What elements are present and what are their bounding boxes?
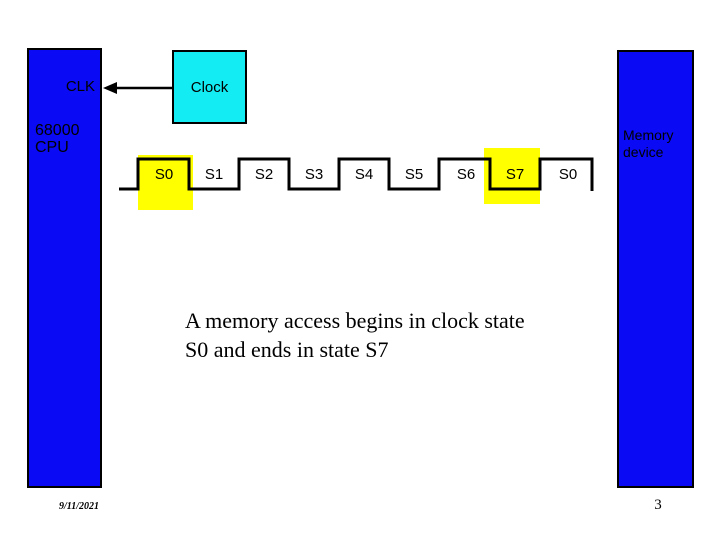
state-label-s2: S2 [254,166,274,183]
memory-block-label: Memory device [623,127,674,160]
state-label-s1: S1 [204,166,224,183]
slide-number: 3 [654,497,662,513]
footer-date: 9/11/2021 [59,501,100,512]
state-label-s0-end: S0 [558,166,578,183]
cpu-clk-pin-label: CLK [65,78,95,95]
caption-text: A memory access begins in clock state S0… [185,308,525,363]
state-label-s6: S6 [456,166,476,183]
clock-box: Clock [172,50,247,124]
state-label-s4: S4 [354,166,374,183]
memory-block: Memory device [617,50,694,488]
arrowhead-icon [103,82,117,94]
state-label-s3: S3 [304,166,324,183]
cpu-block: CLK 68000 CPU [27,48,102,488]
cpu-block-label: 68000 CPU [35,122,80,156]
state-label-s0: S0 [154,166,174,183]
state-label-s7: S7 [505,166,525,183]
state-label-s5: S5 [404,166,424,183]
clock-box-label: Clock [190,78,229,96]
